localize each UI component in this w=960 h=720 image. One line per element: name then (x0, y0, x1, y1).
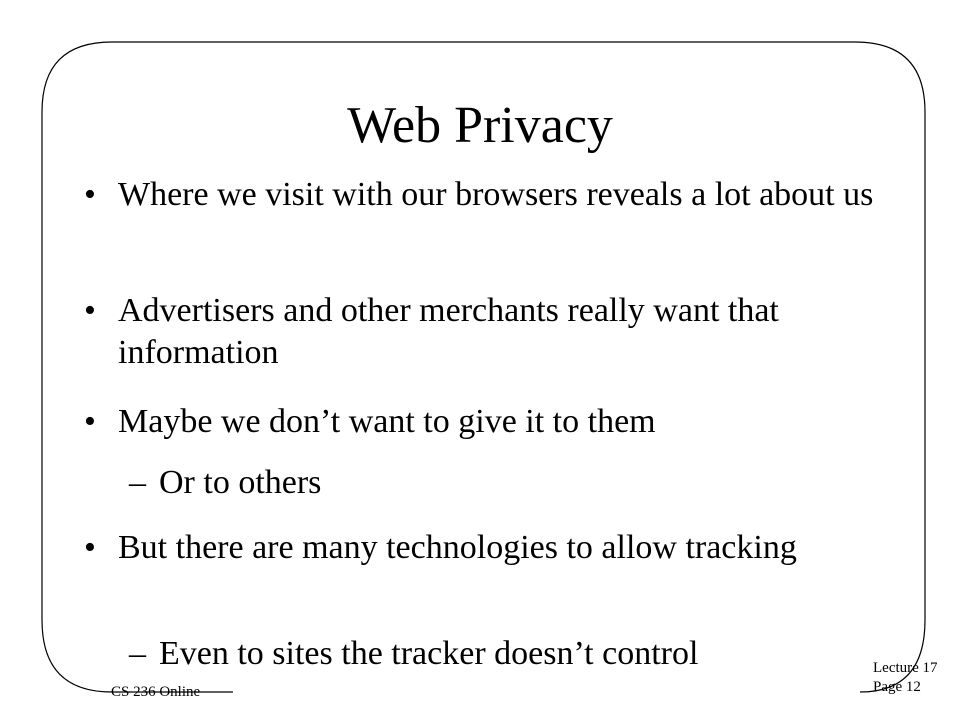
lecture-number: Lecture 17 (873, 660, 938, 676)
bullet-text: Advertisers and other merchants really w… (118, 292, 779, 371)
bullet-text: Where we visit with our browsers reveals… (118, 176, 874, 213)
bullet-item: • Maybe we don’t want to give it to them (84, 401, 884, 443)
bullet-marker: • (84, 529, 96, 566)
course-label: CS 236 Online (111, 684, 201, 700)
sub-bullet-item: –Or to others (129, 462, 889, 504)
sub-bullet-marker: – (129, 635, 146, 672)
bullet-marker: • (84, 292, 96, 329)
bullet-text: But there are many technologies to allow… (118, 529, 797, 566)
lecture-page-label: Lecture 17 Page 12 (873, 659, 938, 697)
sub-bullet-marker: – (129, 464, 146, 501)
bullet-marker: • (84, 403, 96, 440)
sub-bullet-item: –Even to sites the tracker doesn’t contr… (129, 633, 889, 675)
rounded-border (41, 41, 926, 693)
bullet-item: • Advertisers and other merchants really… (84, 290, 884, 374)
bullet-item: • Where we visit with our browsers revea… (84, 174, 884, 216)
bullet-item: • But there are many technologies to all… (84, 527, 884, 569)
slide-title: Web Privacy (347, 97, 613, 154)
page-number: Page 12 (873, 679, 921, 695)
sub-bullet-text: Even to sites the tracker doesn’t contro… (159, 635, 699, 672)
bullet-text: Maybe we don’t want to give it to them (118, 403, 656, 440)
bullet-marker: • (84, 176, 96, 213)
sub-bullet-text: Or to others (159, 464, 322, 501)
